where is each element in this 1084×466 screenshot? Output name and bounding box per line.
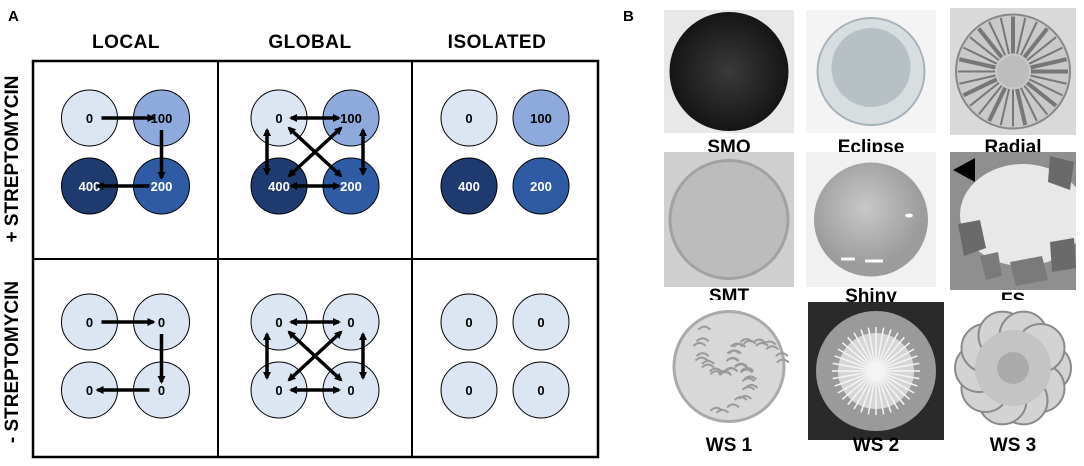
column-header-isolated: ISOLATED bbox=[447, 32, 547, 53]
panel-a-letter: A bbox=[8, 8, 19, 25]
node-label-plus-isolated-1: 100 bbox=[530, 111, 552, 126]
node-plus-isolated-0 bbox=[440, 89, 498, 147]
node-label-minus-isolated-3: 0 bbox=[537, 383, 544, 398]
colony-caption-ws-2: WS 2 bbox=[852, 435, 900, 456]
node-label-plus-global-3: 200 bbox=[340, 179, 362, 194]
colony-caption-ws-3: WS 3 bbox=[989, 435, 1037, 456]
colony-image-radial bbox=[950, 8, 1076, 135]
node-label-plus-local-2: 400 bbox=[79, 179, 101, 194]
column-header-local: LOCAL bbox=[92, 32, 160, 53]
colony-image-ws-1 bbox=[664, 300, 794, 433]
node-label-minus-local-1: 0 bbox=[158, 315, 165, 330]
node-label-minus-isolated-0: 0 bbox=[465, 315, 472, 330]
node-label-plus-global-0: 0 bbox=[275, 111, 282, 126]
node-minus-isolated-1 bbox=[512, 293, 570, 351]
colony-image-smt bbox=[664, 152, 794, 287]
node-label-minus-local-3: 0 bbox=[158, 383, 165, 398]
node-label-plus-local-3: 200 bbox=[151, 179, 173, 194]
colony-image-eclipse bbox=[806, 10, 936, 133]
node-label-plus-isolated-2: 400 bbox=[458, 179, 480, 194]
node-label-plus-local-0: 0 bbox=[86, 111, 93, 126]
arrow-plus-global-diag-2 bbox=[287, 126, 343, 178]
node-label-minus-global-3: 0 bbox=[347, 383, 354, 398]
panel-b-letter: B bbox=[623, 8, 634, 25]
colony-caption-ws-1: WS 1 bbox=[705, 435, 753, 456]
node-label-minus-isolated-1: 0 bbox=[537, 315, 544, 330]
node-minus-isolated-3 bbox=[512, 361, 570, 419]
colony-image-shiny bbox=[806, 152, 936, 287]
node-label-minus-isolated-2: 0 bbox=[465, 383, 472, 398]
node-label-minus-global-2: 0 bbox=[275, 383, 282, 398]
node-label-plus-global-1: 100 bbox=[340, 111, 362, 126]
node-label-plus-isolated-0: 0 bbox=[465, 111, 472, 126]
arrow-minus-global-diag-2 bbox=[287, 330, 343, 382]
node-plus-isolated-2 bbox=[440, 157, 498, 215]
node-minus-isolated-2 bbox=[440, 361, 498, 419]
colony-image-ws-3 bbox=[950, 300, 1076, 436]
node-label-minus-local-2: 0 bbox=[86, 383, 93, 398]
column-header-global: GLOBAL bbox=[268, 32, 352, 53]
node-label-plus-isolated-3: 200 bbox=[530, 179, 552, 194]
node-minus-isolated-0 bbox=[440, 293, 498, 351]
colony-image-fs bbox=[950, 152, 1076, 290]
colony-image-ws-2 bbox=[808, 302, 944, 440]
colony-caption-shiny: Shiny bbox=[845, 286, 897, 307]
node-label-plus-local-1: 100 bbox=[151, 111, 173, 126]
network-grid: 0 100 400 200 0 100 400 200 0 100 400 200 0 0 0 0 0 0 0 0 0 0… bbox=[31, 59, 600, 459]
node-plus-isolated-1 bbox=[512, 89, 570, 147]
colony-image-smo bbox=[664, 10, 794, 133]
node-label-minus-local-0: 0 bbox=[86, 315, 93, 330]
node-plus-isolated-3 bbox=[512, 157, 570, 215]
node-label-minus-global-0: 0 bbox=[275, 315, 282, 330]
node-label-plus-global-2: 400 bbox=[268, 179, 290, 194]
node-label-minus-global-1: 0 bbox=[347, 315, 354, 330]
